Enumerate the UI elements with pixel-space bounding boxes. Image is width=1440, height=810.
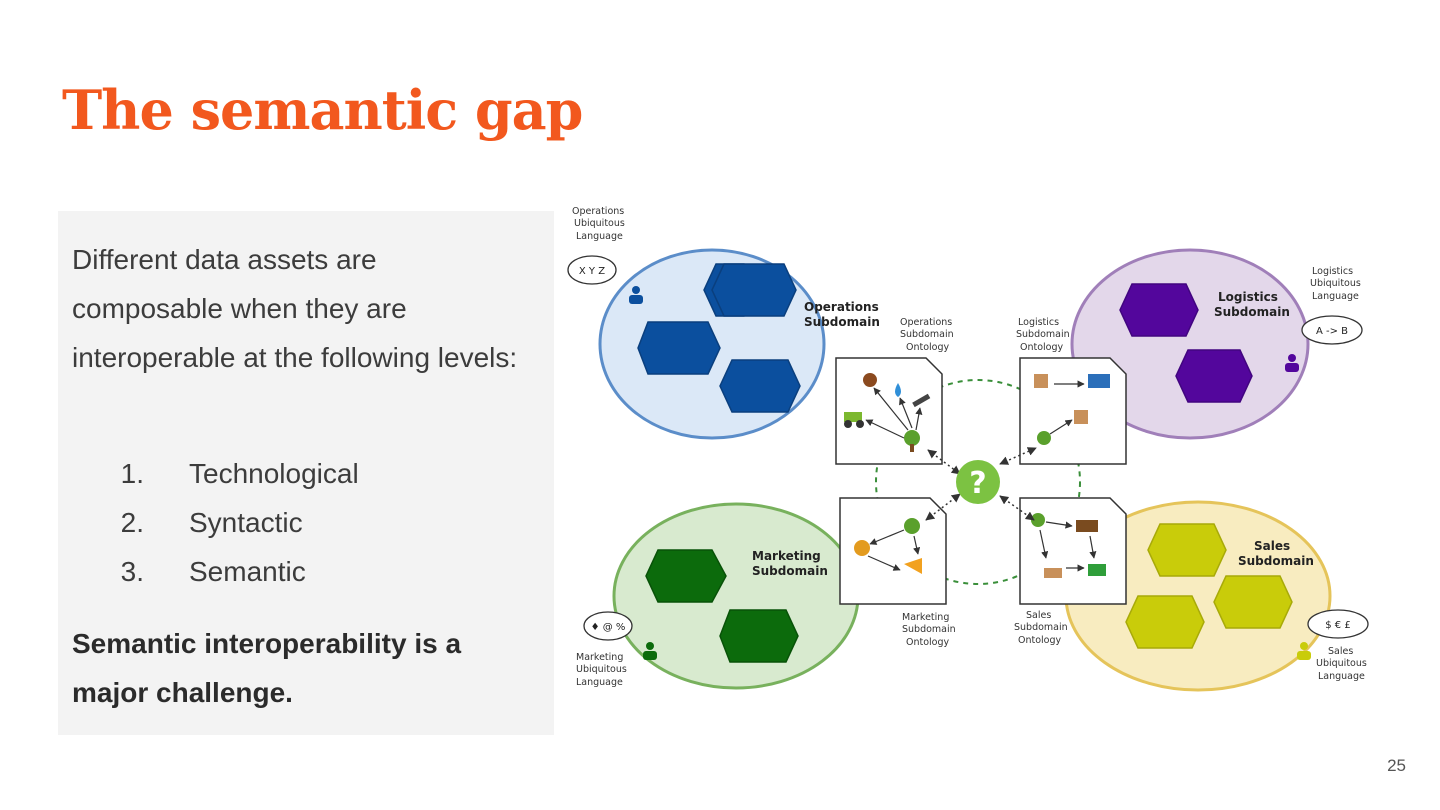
sales-speech-bubble [1307,609,1369,639]
tree-icon [904,430,920,446]
operations-concept-hexagon [637,321,721,375]
list-label: Syntactic [189,507,303,538]
levels-list: 1. Technological 2. Syntactic 3. Semanti… [72,449,359,596]
marketing-ontology-icons [854,518,922,574]
logistics-ontology-icons [1034,374,1110,445]
list-label: Technological [189,458,359,489]
logistics-language-label: Logistics [1312,266,1353,277]
marketing-person-icon [643,642,657,660]
logistics-ontology-label: Logistics [1018,317,1059,328]
logistics-speech-text: A -> B [1316,326,1348,337]
marketing-connector [925,493,961,521]
logistics-concept-hexagon [1175,349,1253,403]
marketing-speech-text: ♦ @ % [591,622,626,633]
list-number: 2. [120,507,144,538]
logistics-speech-bubble [1301,315,1363,345]
megaphone-icon [904,558,922,574]
marketing-language-label: Language [576,677,623,688]
sales-ontology-icons [1031,513,1106,578]
logistics-subdomain-label: Logistics [1218,290,1278,304]
list-item: 2. Syntactic [72,498,359,547]
list-item: 3. Semantic [72,547,359,596]
page-number: 25 [1387,756,1406,775]
marketing-ontology-label: Subdomain [902,624,956,635]
saw-icon [912,393,931,408]
logistics-ontology-document [1019,357,1127,465]
logs-icon [1076,520,1098,532]
logistics-subdomain-label: Subdomain [1214,305,1290,319]
marketing-language-label: Marketing [576,652,623,663]
truck-icon [1088,374,1110,388]
operations-ontology-document [835,357,943,465]
logistics-language-label: Ubiquitous [1310,278,1361,289]
brand-badge-icon [854,540,870,556]
logistics-concept-hexagon [1119,283,1199,337]
money-icon [1088,564,1106,576]
logistics-connector [999,447,1037,465]
sales-connector [999,495,1035,521]
sales-ontology-label: Ontology [1018,635,1062,646]
planks-icon [1044,568,1062,578]
list-label: Semantic [189,556,306,587]
sales-subdomain-label: Subdomain [1238,554,1314,568]
operations-subdomain-label: Subdomain [804,315,880,329]
list-item: 1. Technological [72,449,359,498]
marketing-subdomain-label: Marketing [752,549,821,563]
logistics-person-icon [1285,354,1299,372]
conclusion-text: Semantic interoperability is a major cha… [72,628,462,708]
list-number: 3. [120,556,144,587]
question-icon [956,460,1000,504]
question-symbol: ? [969,466,986,501]
operations-language-label: Ubiquitous [574,218,625,229]
sales-subdomain-label: Sales [1254,539,1290,553]
package-icon [1074,410,1088,424]
sales-ontology-label: Subdomain [1014,622,1068,633]
text-panel: Different data assets are composable whe… [58,211,554,735]
logistics-language-label: Language [1312,291,1359,302]
sales-concept-hexagon [1147,523,1227,577]
marketing-concept-hexagon [719,609,799,663]
operations-language-label: Language [576,231,623,242]
operations-ontology-label: Ontology [906,342,950,353]
marketing-subdomain-label: Subdomain [752,564,828,578]
semantic-gap-diagram: Operations Subdomain Logistics Subdomain… [567,206,1369,692]
operations-connector [927,449,961,475]
logistics-ontology-label: Subdomain [1016,329,1070,340]
sales-ontology-label: Sales [1026,610,1051,621]
sales-language-label: Sales [1328,646,1353,657]
marketing-speech-bubble [583,611,633,641]
operations-ontology-label: Operations [900,317,952,328]
sales-person-icon [1297,642,1311,660]
operations-concept-hexagon [711,263,797,317]
tractor-icon [844,412,862,422]
logistics-ontology-label: Ontology [1020,342,1064,353]
sales-language-label: Language [1318,671,1365,682]
tree-icon [904,518,920,534]
tree-icon [1037,431,1051,445]
seed-icon [863,373,877,387]
marketing-concept-hexagon [645,549,727,603]
operations-speech-bubble [567,255,617,285]
operations-ontology-label: Subdomain [900,329,954,340]
operations-ontology-icons [844,373,931,452]
integration-circle [875,379,1081,585]
operations-speech-text: X Y Z [579,266,605,277]
marketing-ontology-label: Marketing [902,612,949,623]
intro-text: Different data assets are composable whe… [72,244,518,373]
hand-truck-icon [1034,374,1048,388]
operations-subdomain-label: Operations [804,300,879,314]
operations-concept-hexagon [719,359,801,413]
marketing-ontology-label: Ontology [906,637,950,648]
sales-concept-hexagon [1213,575,1293,629]
sales-concept-hexagon [1125,595,1205,649]
water-drop-icon [895,383,901,397]
sales-language-label: Ubiquitous [1316,658,1367,669]
operations-language-label: Operations [572,206,624,217]
list-number: 1. [120,458,144,489]
slide-title: The semantic gap [62,78,583,142]
sales-speech-text: $ € £ [1325,620,1350,631]
operations-person-icon [629,286,643,304]
marketing-language-label: Ubiquitous [576,664,627,675]
